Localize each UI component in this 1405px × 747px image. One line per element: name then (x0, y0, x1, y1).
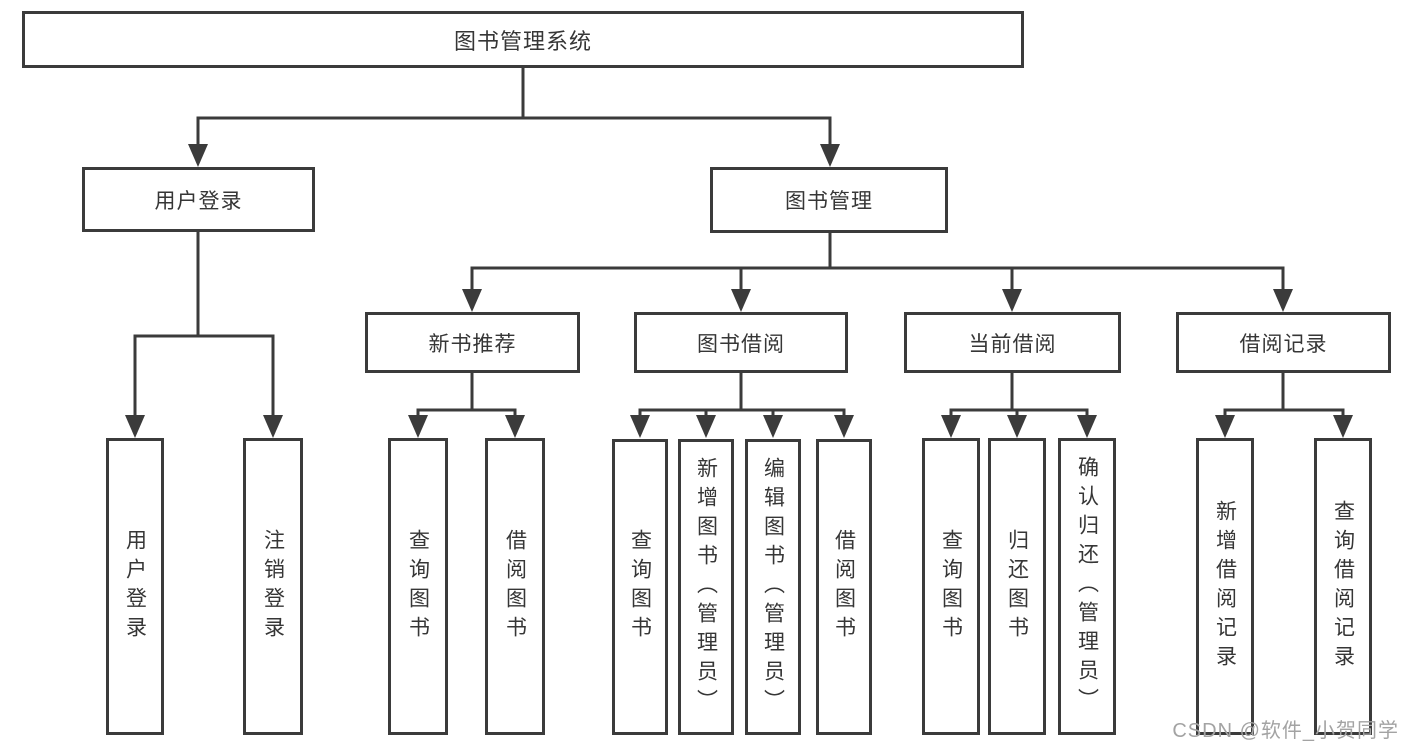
node-book-management-label: 图书管理 (785, 190, 873, 213)
node-current-borrowing: 当前借阅 (904, 312, 1121, 373)
node-library-management-system: 图书管理系统 (22, 11, 1024, 68)
node-new-book-recommend-label: 新书推荐 (428, 332, 517, 356)
node-current-borrowing-label: 当前借阅 (968, 332, 1057, 356)
leaf-user-login: 用户登录 (106, 438, 164, 735)
csdn-watermark: CSDN @软件_小贺同学 (1172, 720, 1399, 742)
leaf-query-books-borrowing-label: 查询图书 (628, 529, 652, 645)
leaf-return-book: 归还图书 (988, 438, 1046, 735)
leaf-borrow-books-recommend: 借阅图书 (485, 438, 545, 735)
leaf-query-books-recommend: 查询图书 (388, 438, 448, 735)
node-book-management: 图书管理 (710, 167, 948, 233)
node-library-management-system-label: 图书管理系统 (453, 28, 592, 54)
leaf-add-book-admin-label: 新增图书（管理员） (694, 456, 718, 718)
leaf-query-borrow-record-label: 查询借阅记录 (1331, 499, 1355, 674)
leaf-edit-book-admin: 编辑图书（管理员） (745, 439, 801, 735)
leaf-add-book-admin: 新增图书（管理员） (678, 439, 734, 735)
leaf-query-books-borrowing: 查询图书 (612, 439, 668, 735)
node-book-borrowing: 图书借阅 (634, 312, 848, 373)
leaf-confirm-return-admin: 确认归还（管理员） (1058, 438, 1116, 735)
leaf-query-borrow-record: 查询借阅记录 (1314, 438, 1372, 735)
node-new-book-recommend: 新书推荐 (365, 312, 580, 373)
node-book-borrowing-label: 图书借阅 (697, 332, 785, 356)
node-user-login-label: 用户登录 (154, 189, 243, 213)
leaf-borrow-books-recommend-label: 借阅图书 (503, 528, 527, 645)
leaf-edit-book-admin-label: 编辑图书（管理员） (761, 456, 785, 718)
leaf-return-book-label: 归还图书 (1005, 528, 1029, 645)
leaf-logout-label: 注销登录 (261, 528, 285, 645)
node-user-login: 用户登录 (82, 167, 315, 232)
leaf-add-borrow-record-label: 新增借阅记录 (1213, 499, 1237, 674)
leaf-borrow-books-borrowing-label: 借阅图书 (832, 529, 856, 645)
leaf-query-books-recommend-label: 查询图书 (406, 528, 430, 645)
leaf-user-login-label: 用户登录 (123, 528, 147, 645)
leaf-logout: 注销登录 (243, 438, 303, 735)
node-borrowing-records-label: 借阅记录 (1239, 332, 1328, 356)
leaf-borrow-books-borrowing: 借阅图书 (816, 439, 872, 735)
leaf-query-books-current-label: 查询图书 (939, 528, 963, 645)
leaf-query-books-current: 查询图书 (922, 438, 980, 735)
node-borrowing-records: 借阅记录 (1176, 312, 1391, 373)
leaf-confirm-return-admin-label: 确认归还（管理员） (1075, 456, 1099, 717)
leaf-add-borrow-record: 新增借阅记录 (1196, 438, 1254, 735)
